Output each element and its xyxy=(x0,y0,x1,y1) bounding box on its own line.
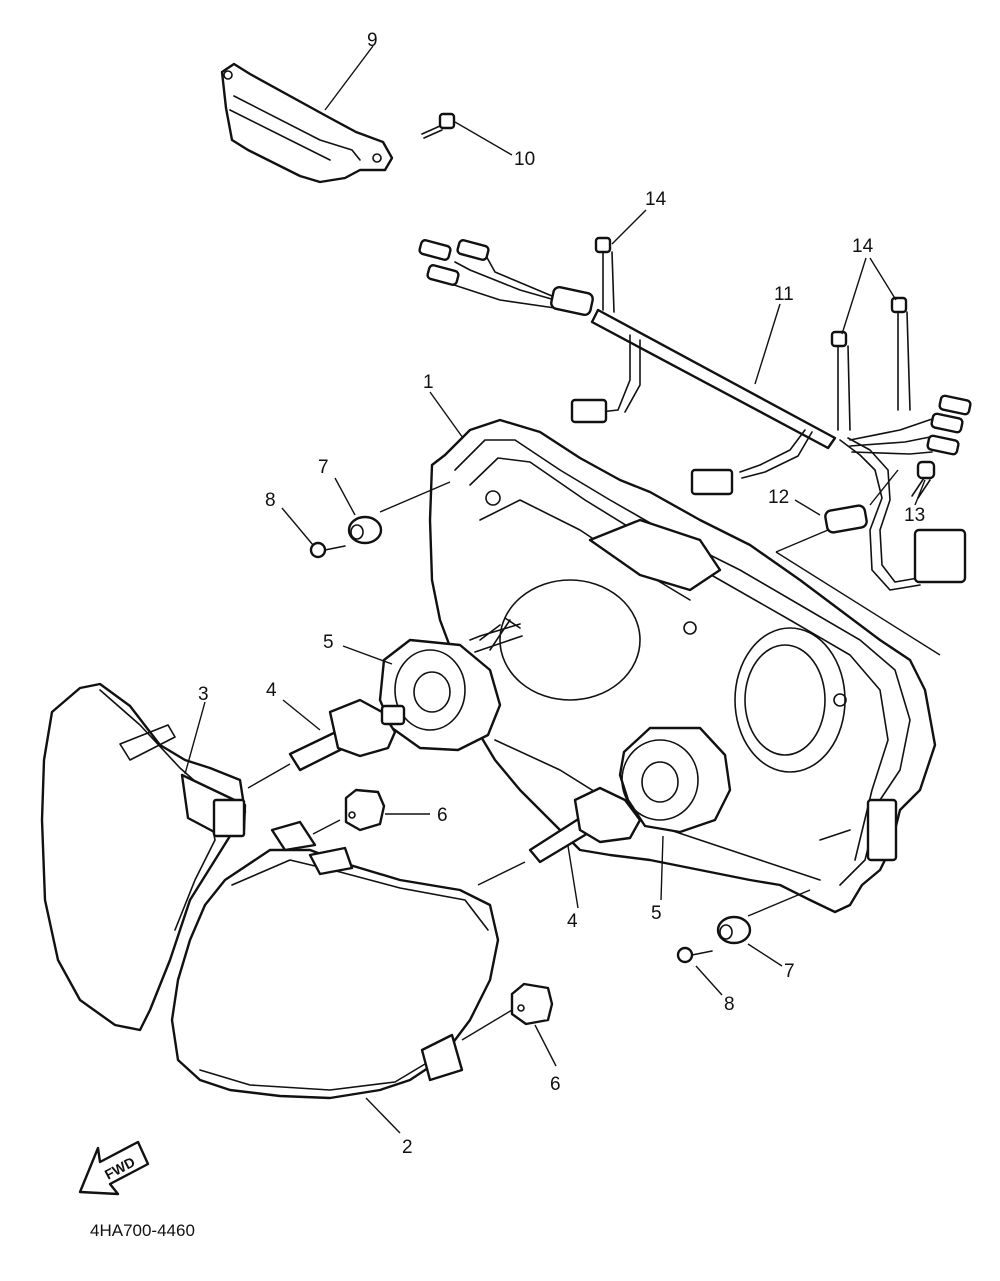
part-5-socket-lower xyxy=(618,726,732,834)
part-3-lens xyxy=(40,682,247,1032)
callout-10: 10 xyxy=(514,149,535,170)
fwd-direction-arrow: FWD xyxy=(78,1140,150,1196)
callout-6-lower: 6 xyxy=(550,1074,561,1095)
callout-6-upper: 6 xyxy=(437,805,448,826)
callout-11: 11 xyxy=(774,284,794,305)
callout-7-upper: 7 xyxy=(318,457,329,478)
callout-13: 13 xyxy=(904,505,925,526)
document-code: 4HA700-4460 xyxy=(90,1221,195,1240)
callout-5-lower: 5 xyxy=(651,903,662,924)
callout-8-upper: 8 xyxy=(265,490,276,511)
part-8-screw-lower xyxy=(676,946,713,964)
part-6-adjuster-lower xyxy=(510,982,554,1026)
callout-3: 3 xyxy=(198,684,209,705)
part-12-clip xyxy=(824,504,868,534)
callout-14-left: 14 xyxy=(645,189,667,210)
callout-7-lower: 7 xyxy=(784,961,795,982)
callout-9: 9 xyxy=(367,30,378,51)
part-7-grommet-upper xyxy=(347,515,383,545)
part-4-bulb-upper xyxy=(288,698,406,772)
callout-2: 2 xyxy=(402,1137,413,1158)
part-6-adjuster-upper xyxy=(344,788,386,832)
callout-14-right: 14 xyxy=(852,236,874,257)
part-13-bolt xyxy=(911,460,936,499)
part-10-screw xyxy=(421,112,456,139)
part-2-lens xyxy=(170,820,500,1100)
callout-12: 12 xyxy=(768,487,789,508)
callout-5-upper: 5 xyxy=(323,632,334,653)
part-4-bulb-lower xyxy=(528,786,642,864)
part-1-headlight-body xyxy=(428,418,937,914)
leader-lines xyxy=(184,45,941,1134)
callout-1: 1 xyxy=(423,372,434,393)
part-14-clamps xyxy=(594,236,911,431)
part-5-socket-upper xyxy=(378,623,523,752)
callout-4-upper: 4 xyxy=(266,680,277,701)
part-8-screw-upper xyxy=(309,541,346,559)
part-9-lamp-housing xyxy=(220,62,394,184)
callout-4-lower: 4 xyxy=(567,911,578,932)
callout-8-lower: 8 xyxy=(724,994,735,1015)
part-11-wire-harness xyxy=(418,239,972,591)
part-7-grommet-lower xyxy=(716,915,752,945)
callout-labels: 9 10 14 14 11 1 7 8 12 13 5 4 3 6 4 5 7 … xyxy=(198,30,925,1158)
